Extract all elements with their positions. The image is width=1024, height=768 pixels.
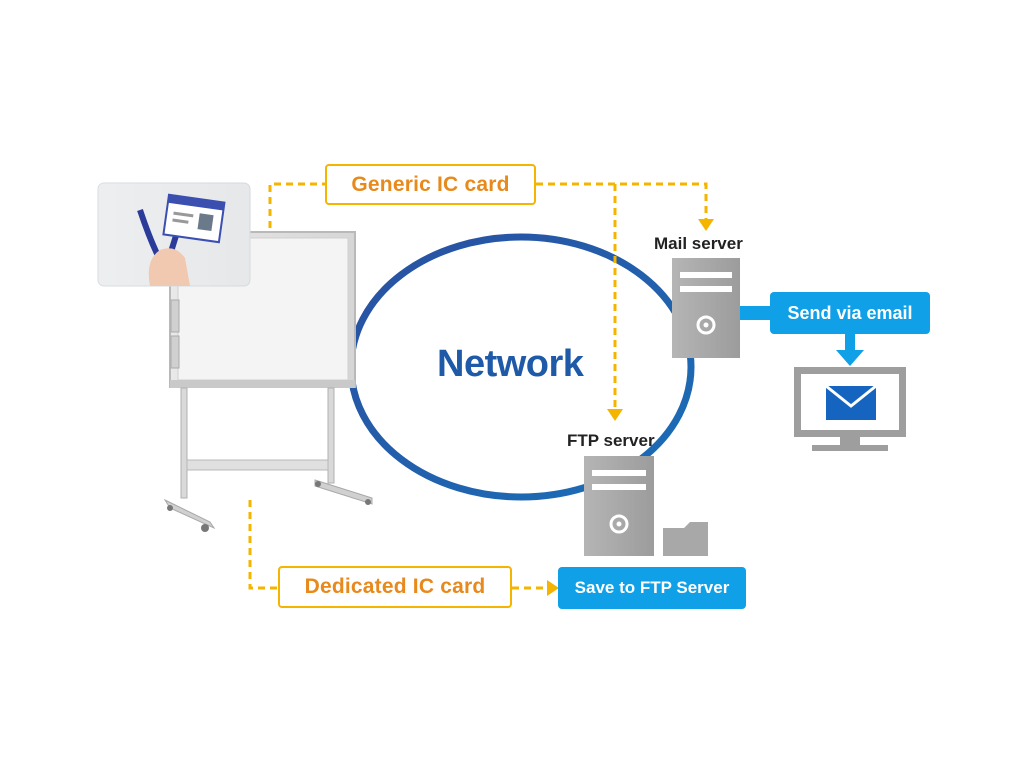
dedicated-ic-card-label: Dedicated IC card	[278, 566, 512, 608]
network-title: Network	[437, 343, 584, 385]
mail-server-icon	[672, 258, 740, 358]
id-card-photo	[97, 182, 251, 287]
envelope-icon	[825, 384, 877, 420]
ftp-server-icon	[584, 456, 654, 556]
dedicated-ic-card-text: Dedicated IC card	[304, 575, 486, 598]
whiteboard-icon	[163, 231, 373, 532]
arrow-heads	[547, 219, 714, 596]
save-to-ftp-button[interactable]: Save to FTP Server	[558, 567, 746, 609]
send-via-email-text: Send via email	[787, 302, 913, 323]
dashed-connectors	[248, 182, 708, 590]
monitor-icon	[794, 367, 906, 451]
save-to-ftp-text: Save to FTP Server	[574, 578, 730, 597]
storage-box-icon	[663, 522, 708, 556]
generic-ic-card-text: Generic IC card	[351, 172, 510, 196]
mail-server-title: Mail server	[654, 234, 743, 253]
email-arrow	[836, 332, 864, 366]
send-via-email-button[interactable]: Send via email	[770, 292, 930, 334]
generic-ic-card-label: Generic IC card	[325, 164, 536, 205]
mail-connector	[740, 306, 770, 320]
ftp-server-title: FTP server	[567, 431, 655, 450]
